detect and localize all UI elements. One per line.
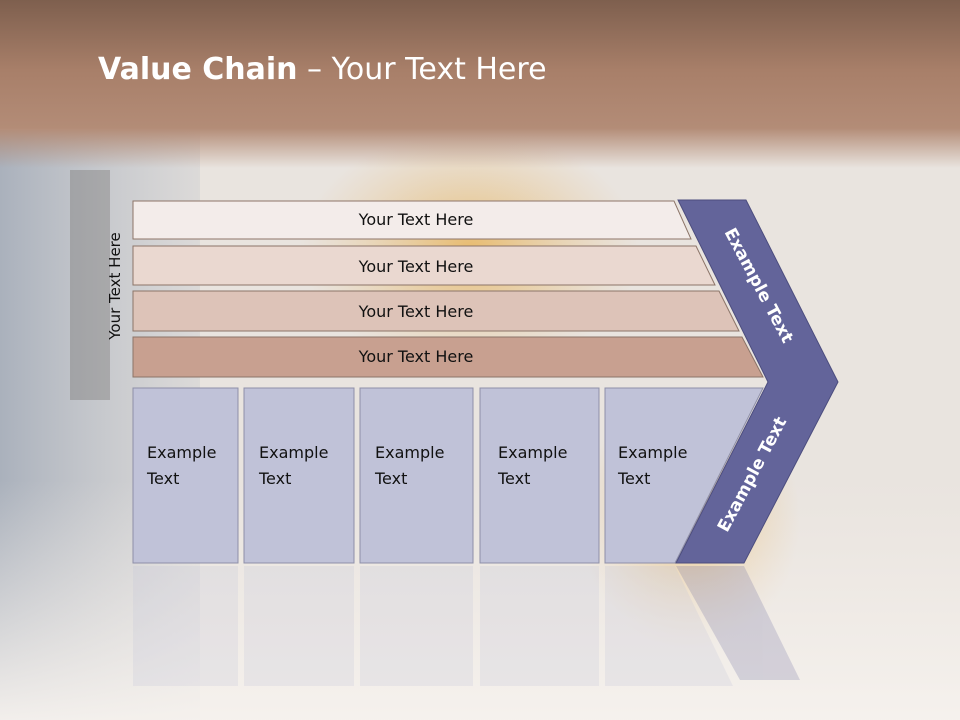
box-shape-5 bbox=[604, 387, 764, 564]
row-band-2: Your Text Here bbox=[132, 245, 716, 286]
reflection-box-1 bbox=[133, 566, 238, 686]
row-label-2: Your Text Here bbox=[358, 257, 474, 276]
reflection-box-5 bbox=[605, 566, 733, 686]
row-shape-1 bbox=[132, 200, 692, 240]
row-shape-3 bbox=[132, 290, 740, 332]
box-shape-2 bbox=[243, 387, 355, 564]
chevron-shape bbox=[675, 199, 839, 564]
box-shape-3 bbox=[359, 387, 474, 564]
box-1: Example Text bbox=[132, 387, 239, 564]
box-5-line1: Example bbox=[618, 443, 687, 462]
box-3: Example Text bbox=[359, 387, 474, 564]
box-3-line2: Text bbox=[374, 469, 407, 488]
reflection-box-3 bbox=[360, 566, 473, 686]
box-5-line2: Text bbox=[617, 469, 650, 488]
row-band-1: Your Text Here bbox=[132, 200, 692, 240]
diagram-reflection bbox=[133, 566, 800, 686]
row-shape-2 bbox=[132, 245, 716, 286]
row-band-3: Your Text Here bbox=[132, 290, 740, 332]
slide-title-bold: Value Chain bbox=[98, 52, 298, 87]
box-5: Example Text bbox=[604, 387, 764, 564]
box-2: Example Text bbox=[243, 387, 355, 564]
row-band-4: Your Text Here bbox=[132, 336, 764, 378]
box-4: Example Text bbox=[479, 387, 600, 564]
box-2-line1: Example bbox=[259, 443, 328, 462]
reflection-box-4 bbox=[480, 566, 599, 686]
slide-title: Value Chain – Your Text Here bbox=[98, 52, 547, 87]
box-3-line1: Example bbox=[375, 443, 444, 462]
row-shape-4 bbox=[132, 336, 764, 378]
reflection-chevron bbox=[676, 566, 800, 680]
box-2-line2: Text bbox=[258, 469, 291, 488]
reflection-box-2 bbox=[244, 566, 354, 686]
row-label-1: Your Text Here bbox=[358, 210, 474, 229]
box-1-line1: Example bbox=[147, 443, 216, 462]
box-shape-4 bbox=[479, 387, 600, 564]
box-1-line2: Text bbox=[146, 469, 179, 488]
box-4-line2: Text bbox=[497, 469, 530, 488]
box-shape-1 bbox=[132, 387, 239, 564]
row-label-4: Your Text Here bbox=[358, 347, 474, 366]
row-label-3: Your Text Here bbox=[358, 302, 474, 321]
box-4-line1: Example bbox=[498, 443, 567, 462]
slide-title-rest: – Your Text Here bbox=[297, 52, 547, 87]
